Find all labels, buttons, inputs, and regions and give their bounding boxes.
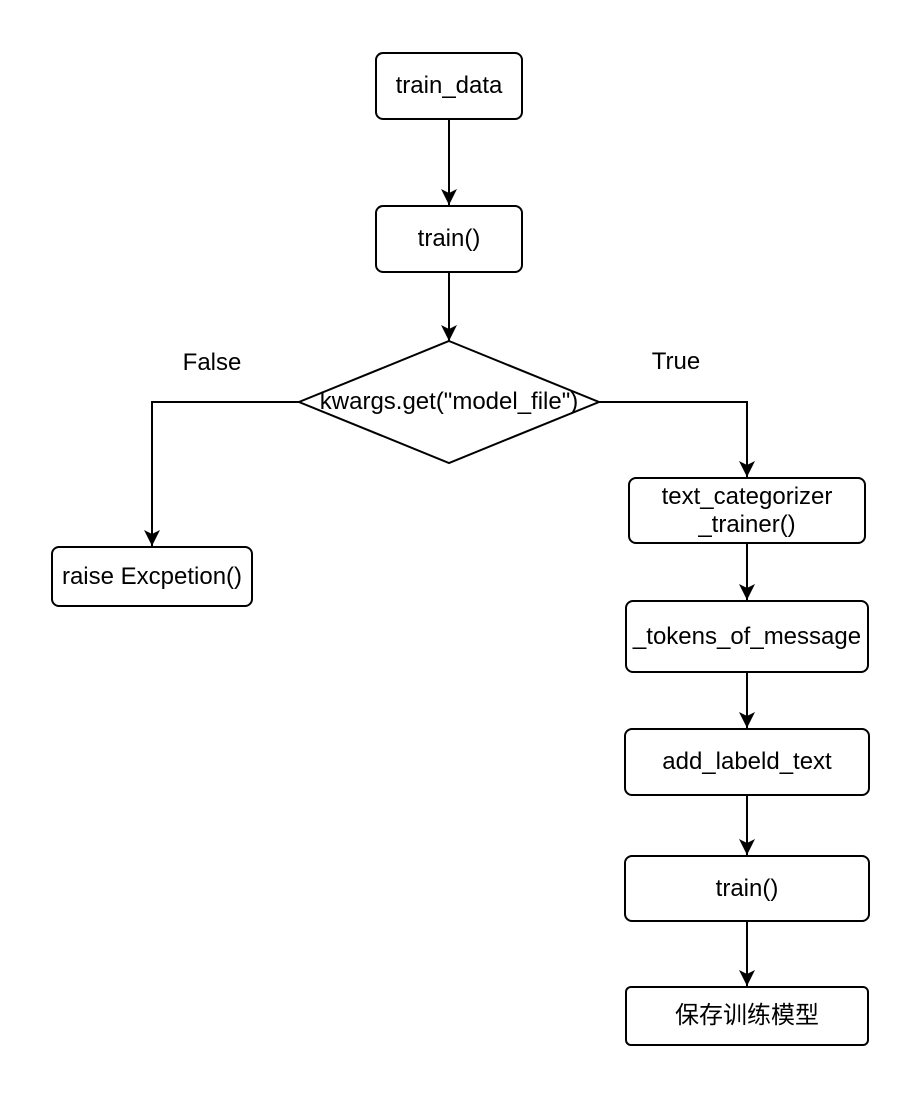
node-train-call: train() [375,205,523,273]
decision-diamond-shape [296,339,602,465]
edge-decision-true-to-text-categorizer [599,401,755,477]
edge-label-false: False [182,350,242,376]
node-train-call-2: train() [624,855,870,922]
node-train-call-label: train() [417,225,481,252]
edge-label-true: True [646,349,706,375]
node-tokens-of-message-label: _tokens_of_message [632,622,862,650]
node-raise-exception-label: raise Excpetion() [61,562,243,590]
node-decision-label: kwargs.get("model_file") [299,387,599,417]
edge-decision-false-to-raise-exception [144,401,299,546]
node-train-data-label: train_data [395,72,503,99]
true-label-text: True [651,348,701,375]
node-tokens-of-message: _tokens_of_message [625,600,869,673]
node-add-labeld-text: add_labeld_text [624,728,870,796]
node-train-data: train_data [375,52,523,120]
node-save-model: 保存训练模型 [625,986,869,1046]
node-raise-exception: raise Excpetion() [51,546,253,607]
false-label-text: False [182,349,242,376]
node-text-categorizer-trainer-line2: _trainer() [698,510,796,538]
node-save-model-label: 保存训练模型 [675,1002,819,1029]
node-add-labeld-text-label: add_labeld_text [662,748,832,775]
node-text-categorizer-trainer: text_categorizer _trainer() [628,477,866,544]
decision-label-text: kwargs.get("model_file") [319,388,579,415]
node-text-categorizer-trainer-line1: text_categorizer [661,482,833,510]
node-train-call-2-label: train() [715,874,779,902]
